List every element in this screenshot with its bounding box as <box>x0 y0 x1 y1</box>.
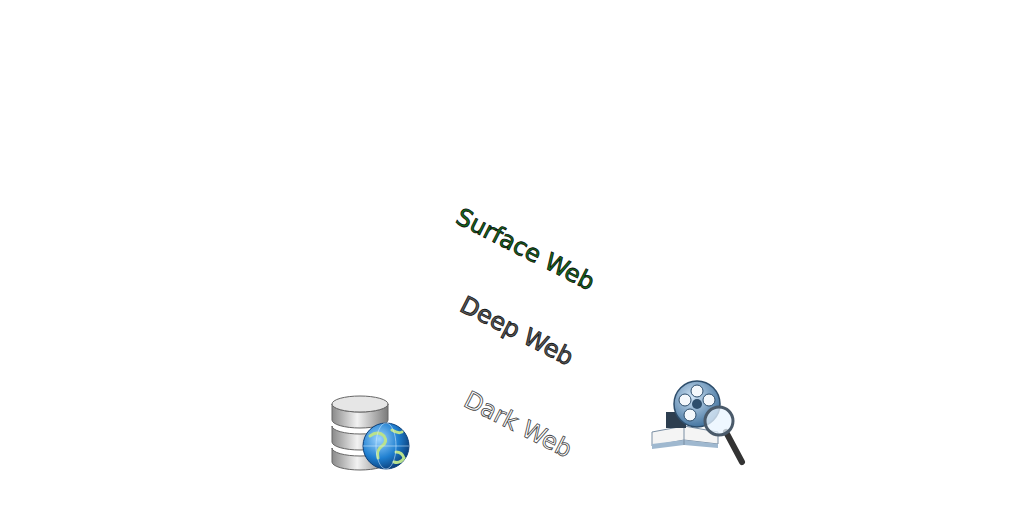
plane-shape <box>263 190 793 454</box>
deep-plane: Deep Web <box>268 104 790 366</box>
layer-label: Deep Web <box>457 292 468 313</box>
layer-label: Dark Web <box>461 387 472 408</box>
plane-shape <box>268 104 790 366</box>
database-icon <box>332 396 409 470</box>
plane-fill <box>268 104 790 365</box>
layer-label: Surface Web <box>453 204 464 225</box>
plane-fill <box>263 190 793 453</box>
surface-plane: Surface Web <box>268 22 788 284</box>
dark-plane: Dark Web <box>263 190 793 454</box>
media-search-icon <box>652 381 742 462</box>
plane-shape <box>268 22 788 284</box>
plane-fill <box>268 22 788 283</box>
